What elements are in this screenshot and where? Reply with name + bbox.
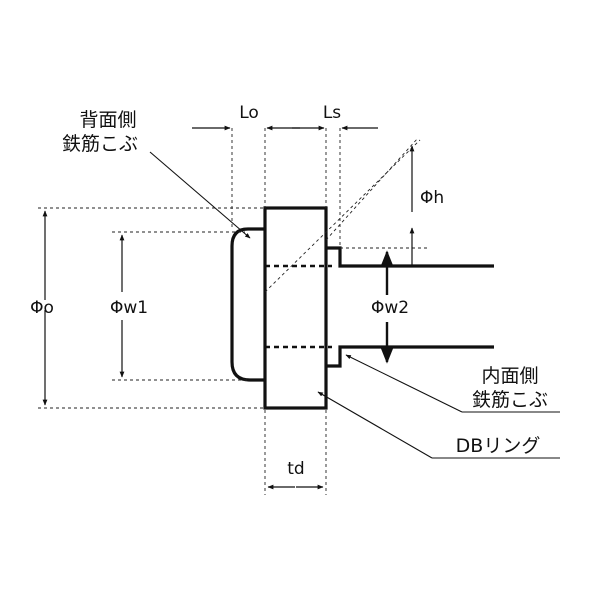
dimension-lines (42, 125, 415, 490)
inner-rib-label-line1: 内面側 (481, 365, 538, 387)
ls-label: Ls (323, 103, 341, 123)
back-rib-label-line1: 背面側 (79, 109, 136, 131)
db-ring-body (263, 206, 328, 410)
lo-label: Lo (239, 103, 259, 123)
db-ring-label: DBリング (456, 435, 541, 457)
leader-lines (149, 151, 560, 459)
rebar-bottom-edge (326, 345, 494, 368)
td-label: td (287, 459, 304, 479)
extension-lines (38, 128, 430, 495)
rebar-top-edge (326, 246, 494, 268)
back-rib-label-line2: 鉄筋こぶ (62, 133, 138, 155)
back-rib-bump (230, 227, 265, 382)
phi-w2-label: Φw2 (371, 298, 409, 318)
phi-o-label: Φo (30, 298, 54, 318)
inner-rib-label-line2: 鉄筋こぶ (472, 389, 548, 411)
phi-w1-label: Φw1 (110, 298, 148, 318)
phi-h-label: Φh (420, 188, 444, 208)
